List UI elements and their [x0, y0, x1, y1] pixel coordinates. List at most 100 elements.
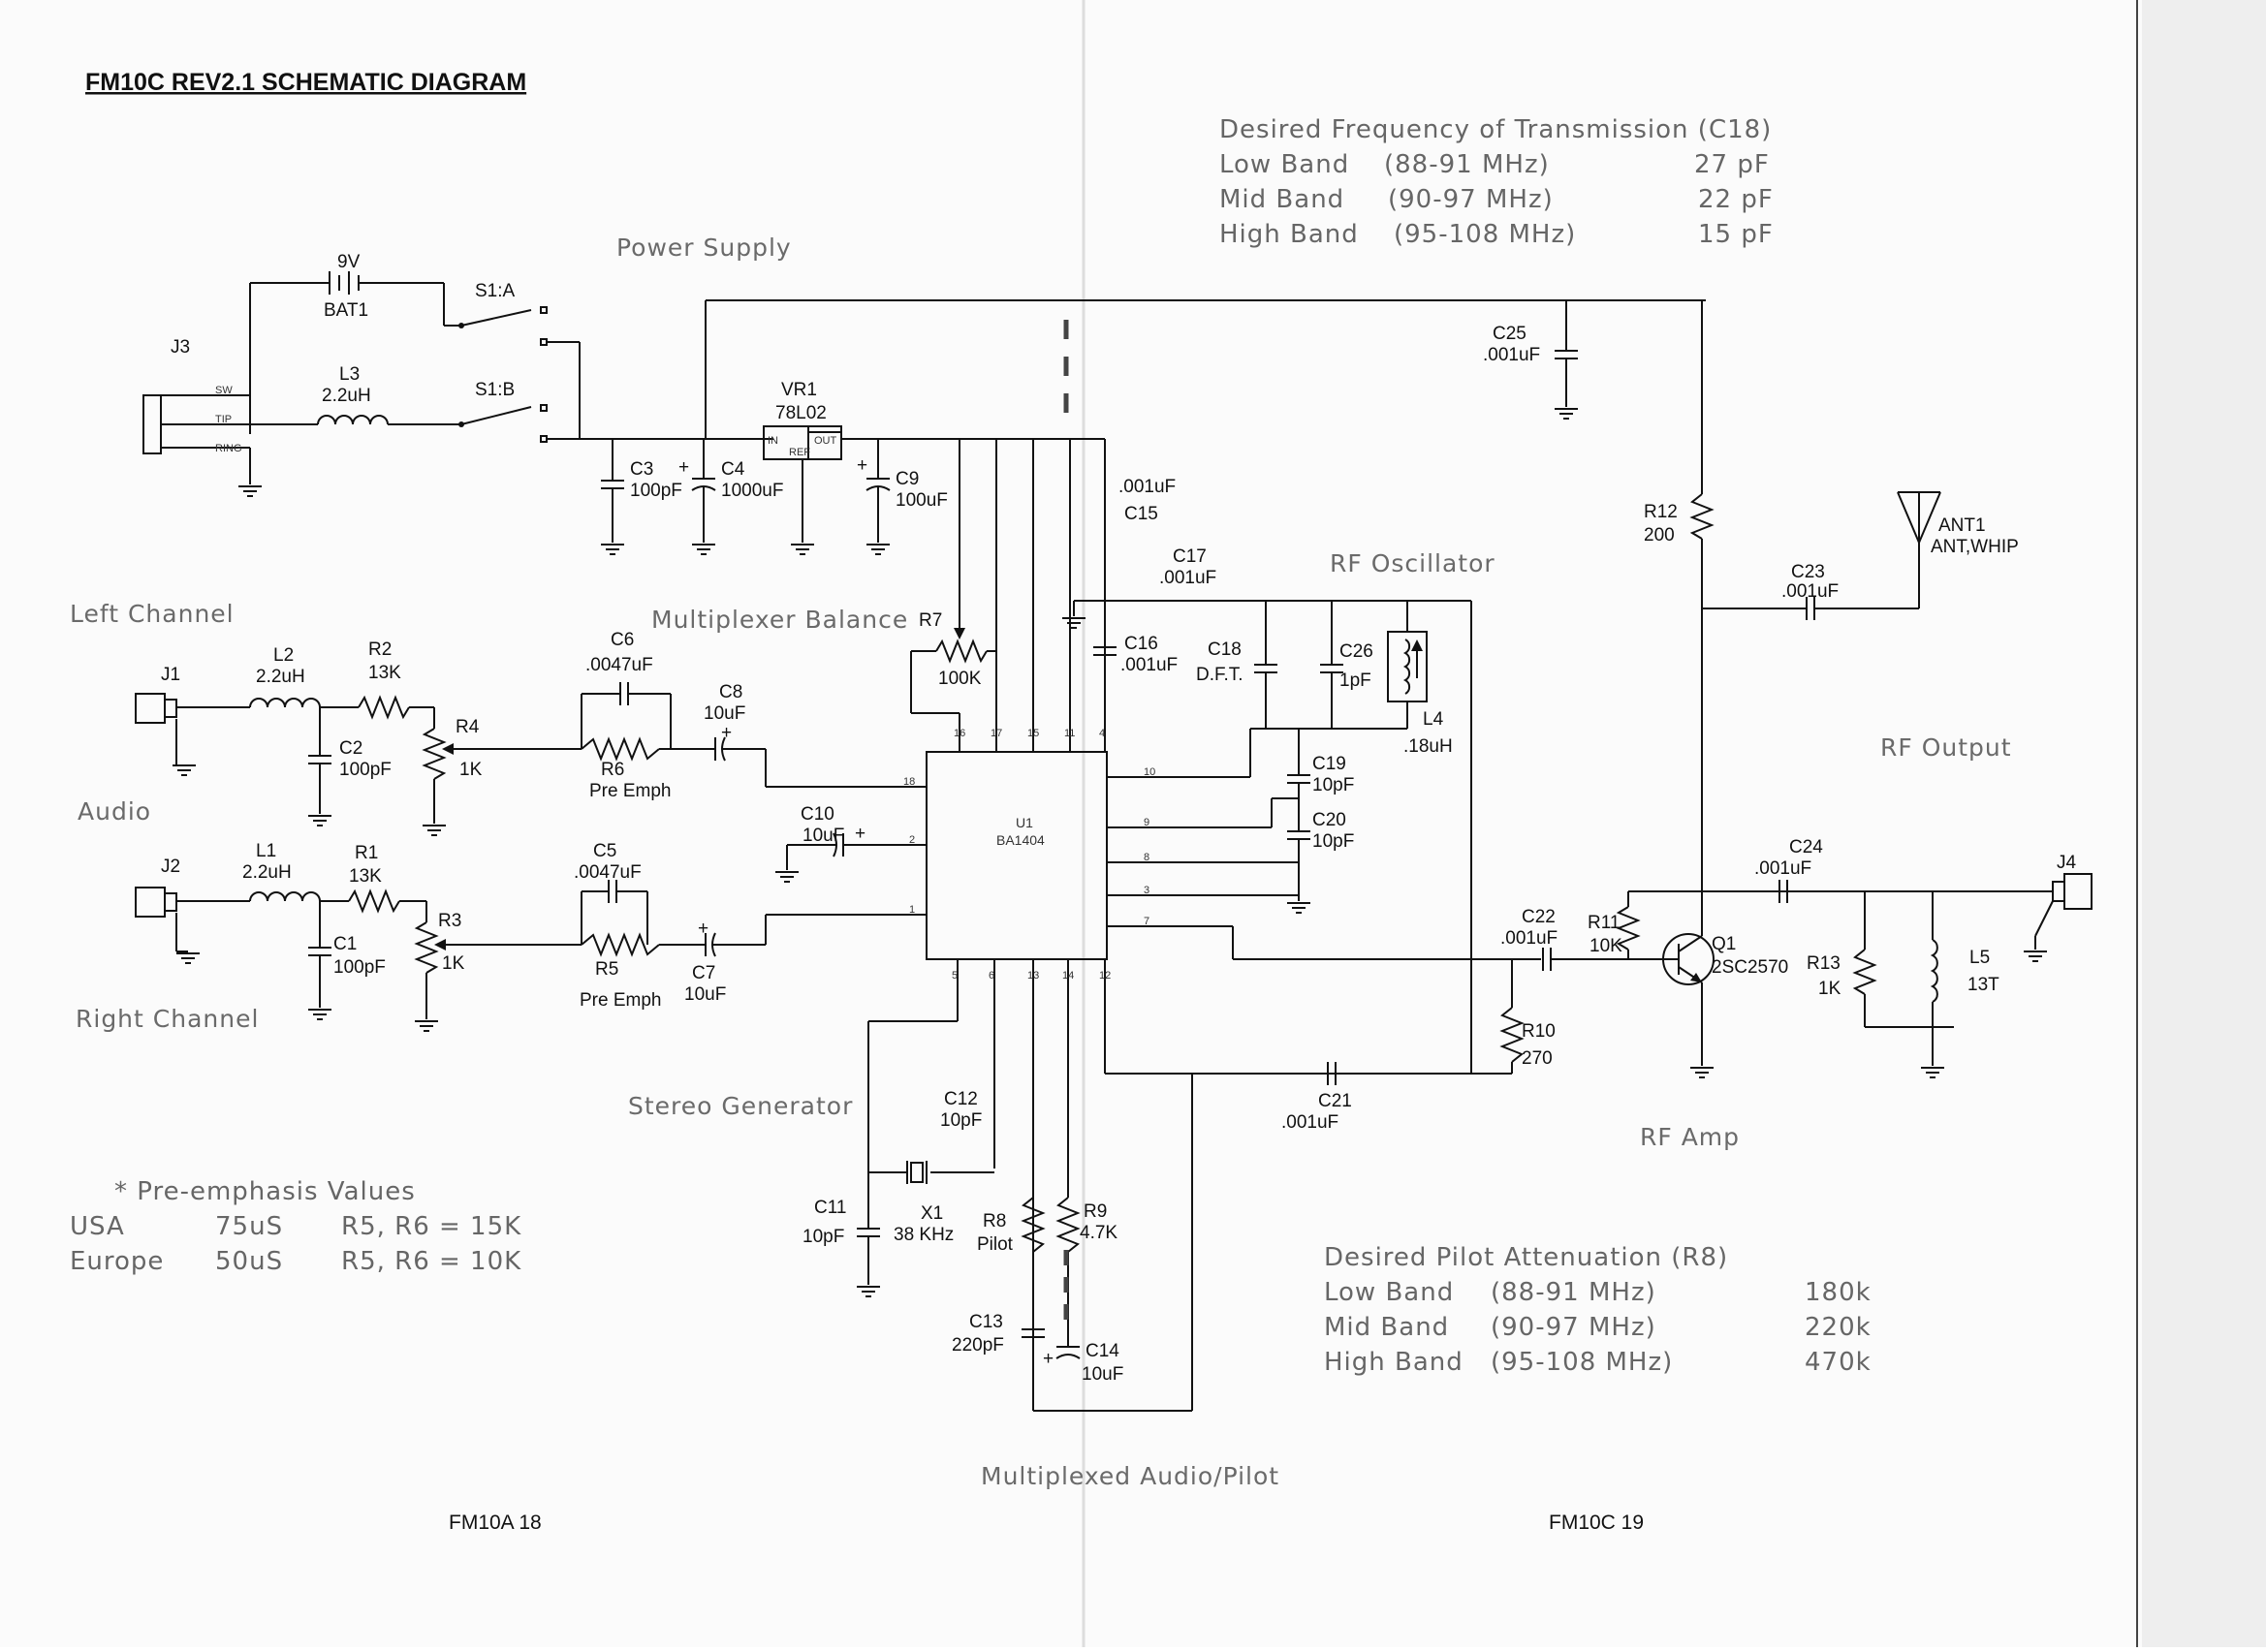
page-margin: [2142, 0, 2266, 1647]
c16-value: .001uF: [1120, 655, 1178, 675]
r12-value: 200: [1644, 525, 1675, 545]
j4-ref: J4: [2057, 853, 2077, 873]
r9-value: 4.7K: [1080, 1223, 1117, 1243]
bat1-value: 9V: [337, 252, 361, 272]
u1-pin-3: 3: [1144, 885, 1149, 896]
frequency-table-title: Desired Frequency of Transmission (C18): [1219, 115, 1772, 144]
section-rf-amp: RF Amp: [1640, 1123, 1740, 1151]
ant1-value: ANT,WHIP: [1931, 537, 2019, 557]
u1-pin-11: 11: [1064, 728, 1075, 739]
q1-value: 2SC2570: [1712, 957, 1788, 978]
c19-value: 10pF: [1312, 775, 1354, 795]
preemphasis-title: * Pre-emphasis Values: [114, 1177, 416, 1206]
l1-value: 2.2uH: [242, 862, 292, 883]
frequency-table: Desired Frequency of Transmission (C18) …: [1219, 115, 1773, 249]
bat1-ref: BAT1: [324, 300, 368, 321]
capacitor-c5: C5 .0047uF: [574, 841, 648, 945]
l5-value: 13T: [1967, 975, 1999, 995]
vr1-in-pin: IN: [768, 435, 778, 447]
preemphasis-table: * Pre-emphasis Values USA 75uS R5, R6 = …: [70, 1177, 520, 1276]
pilot-table-title: Desired Pilot Attenuation (R8): [1324, 1243, 1728, 1272]
c7-polarity: +: [698, 919, 708, 939]
capacitor-c16: C16 .001uF: [1093, 601, 1178, 675]
capacitor-c2: C2 100pF: [307, 707, 392, 826]
u1-ref: U1: [1016, 815, 1033, 830]
resistor-r10: R10 270: [1471, 959, 1556, 1075]
vr1-out-pin: OUT: [814, 435, 837, 447]
r13-ref: R13: [1807, 953, 1841, 974]
c24-value: .001uF: [1754, 858, 1811, 879]
r6-value: Pre Emph: [589, 781, 671, 801]
l3-value: 2.2uH: [322, 386, 371, 406]
capacitor-c22: C22 .001uF: [1500, 907, 1665, 971]
pilot-row-band: Low Band: [1324, 1278, 1454, 1307]
inductor-l1: L1 2.2uH: [242, 841, 349, 902]
r3-ref: R3: [438, 911, 461, 931]
s1b-ref: S1:B: [475, 380, 515, 400]
c4-ref: C4: [721, 459, 745, 480]
l2-value: 2.2uH: [256, 667, 305, 687]
r11-ref: R11: [1588, 913, 1620, 933]
c3-ref: C3: [630, 459, 653, 480]
c6-ref: C6: [611, 630, 634, 650]
l2-ref: L2: [273, 645, 294, 666]
c13-value: 220pF: [952, 1335, 1004, 1356]
capacitor-c7: C7 10uF +: [684, 915, 767, 1005]
section-multiplexer-balance: Multiplexer Balance: [651, 606, 908, 634]
c20-ref: C20: [1312, 810, 1346, 830]
c25-ref: C25: [1493, 324, 1526, 344]
pilot-row-range: (95-108 MHz): [1491, 1348, 1673, 1377]
right-channel-section: J2 L1 2.2uH C1 100pF R1 13K: [135, 841, 767, 1032]
c14-polarity: +: [1043, 1349, 1054, 1369]
freq-row-band: Low Band: [1219, 150, 1349, 179]
c26-value: 1pF: [1339, 670, 1371, 691]
pilot-row-band: High Band: [1324, 1348, 1463, 1377]
c14-ref: C14: [1086, 1341, 1119, 1361]
resistor-r2: R2 13K: [358, 639, 435, 729]
c2-value: 100pF: [339, 760, 392, 780]
c4-value: 1000uF: [721, 481, 783, 501]
r8-ref: R8: [983, 1211, 1006, 1231]
freq-row-range: (95-108 MHz): [1394, 220, 1576, 249]
c20-value: 10pF: [1312, 831, 1354, 852]
c10-ref: C10: [801, 804, 834, 825]
footer-right-page: FM10C 19: [1549, 1512, 1644, 1534]
c21-ref: C21: [1318, 1091, 1352, 1111]
pilot-row-value: 220k: [1805, 1313, 1872, 1342]
section-rf-output: RF Output: [1880, 733, 2012, 762]
capacitor-c1: C1 100pF: [307, 901, 386, 1020]
resistor-r11: R11 10K: [1588, 891, 1641, 959]
schematic-title: FM10C REV2.1 SCHEMATIC DIAGRAM: [85, 69, 526, 96]
u1-pin-5: 5: [952, 970, 958, 982]
vr1-ref: VR1: [781, 380, 817, 400]
r10-value: 270: [1522, 1048, 1553, 1069]
capacitor-c24: C24 .001uF: [1754, 837, 2053, 903]
c22-value: .001uF: [1500, 928, 1558, 949]
l1-ref: L1: [256, 841, 276, 861]
u1-pin-9: 9: [1144, 817, 1149, 828]
l5-ref: L5: [1969, 948, 1990, 968]
c8-ref: C8: [719, 682, 742, 702]
c5-ref: C5: [593, 841, 616, 861]
l4-ref: L4: [1423, 709, 1444, 730]
capacitor-c4: + C4 1000uF: [678, 439, 783, 555]
r9-ref: R9: [1084, 1201, 1107, 1222]
c7-value: 10uF: [684, 984, 726, 1005]
capacitor-c3: C3 100pF: [600, 439, 682, 555]
r4-ref: R4: [456, 717, 480, 737]
freq-row-value: 27 pF: [1694, 150, 1770, 179]
c3-value: 100pF: [630, 481, 682, 501]
c1-value: 100pF: [333, 957, 386, 978]
c1-ref: C1: [333, 934, 357, 954]
u1-pin-8: 8: [1144, 852, 1149, 863]
c18-ref: C18: [1208, 639, 1242, 660]
section-rf-oscillator: RF Oscillator: [1330, 549, 1495, 577]
pilot-row-band: Mid Band: [1324, 1313, 1449, 1342]
freq-row-range: (88-91 MHz): [1384, 150, 1550, 179]
ic-u1-body: [926, 751, 1108, 960]
c9-polarity: +: [857, 455, 867, 476]
c4-polarity: +: [678, 457, 689, 478]
r1-ref: R1: [355, 843, 378, 863]
c10-value: 10uF: [803, 826, 844, 846]
